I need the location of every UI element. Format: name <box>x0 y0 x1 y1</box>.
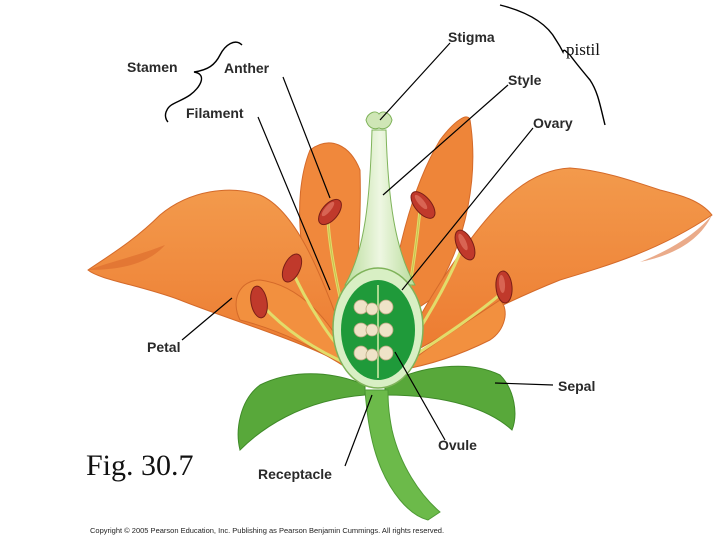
ovule <box>378 299 394 315</box>
stem <box>364 389 441 521</box>
anthers-group <box>250 191 513 319</box>
label-stamen: Stamen <box>127 59 178 75</box>
label-receptacle: Receptacle <box>258 466 332 482</box>
label-petal: Petal <box>147 339 180 355</box>
anther <box>281 253 303 283</box>
stigma <box>365 111 393 130</box>
label-stigma: Stigma <box>448 29 495 45</box>
label-anther: Anther <box>224 60 270 76</box>
ovule <box>365 323 379 337</box>
label-sepal: Sepal <box>558 378 595 394</box>
figure-caption: Fig. 30.7 <box>86 449 194 482</box>
ovule <box>365 348 379 362</box>
ovule <box>353 345 369 361</box>
ovule <box>365 302 379 316</box>
sepals-group <box>237 365 516 451</box>
ovules-group <box>353 299 394 362</box>
label-ovule: Ovule <box>438 437 477 453</box>
sepal-right <box>384 365 516 431</box>
ovule <box>378 322 394 338</box>
ovule <box>378 345 394 361</box>
label-filament: Filament <box>186 105 244 121</box>
label-ovary: Ovary <box>533 115 573 131</box>
petal-left-shade <box>88 245 165 270</box>
pistil-brace <box>499 4 606 126</box>
sepal-left <box>237 373 366 451</box>
anther <box>318 198 342 226</box>
style <box>344 129 416 286</box>
label-style: Style <box>508 72 542 88</box>
leader-lines <box>181 42 554 467</box>
stamen-brace <box>164 41 243 123</box>
pistil-note: pistil <box>566 40 600 59</box>
copyright-line: Copyright © 2005 Pearson Education, Inc.… <box>90 526 444 535</box>
anther <box>250 285 268 319</box>
ovule <box>353 299 369 315</box>
